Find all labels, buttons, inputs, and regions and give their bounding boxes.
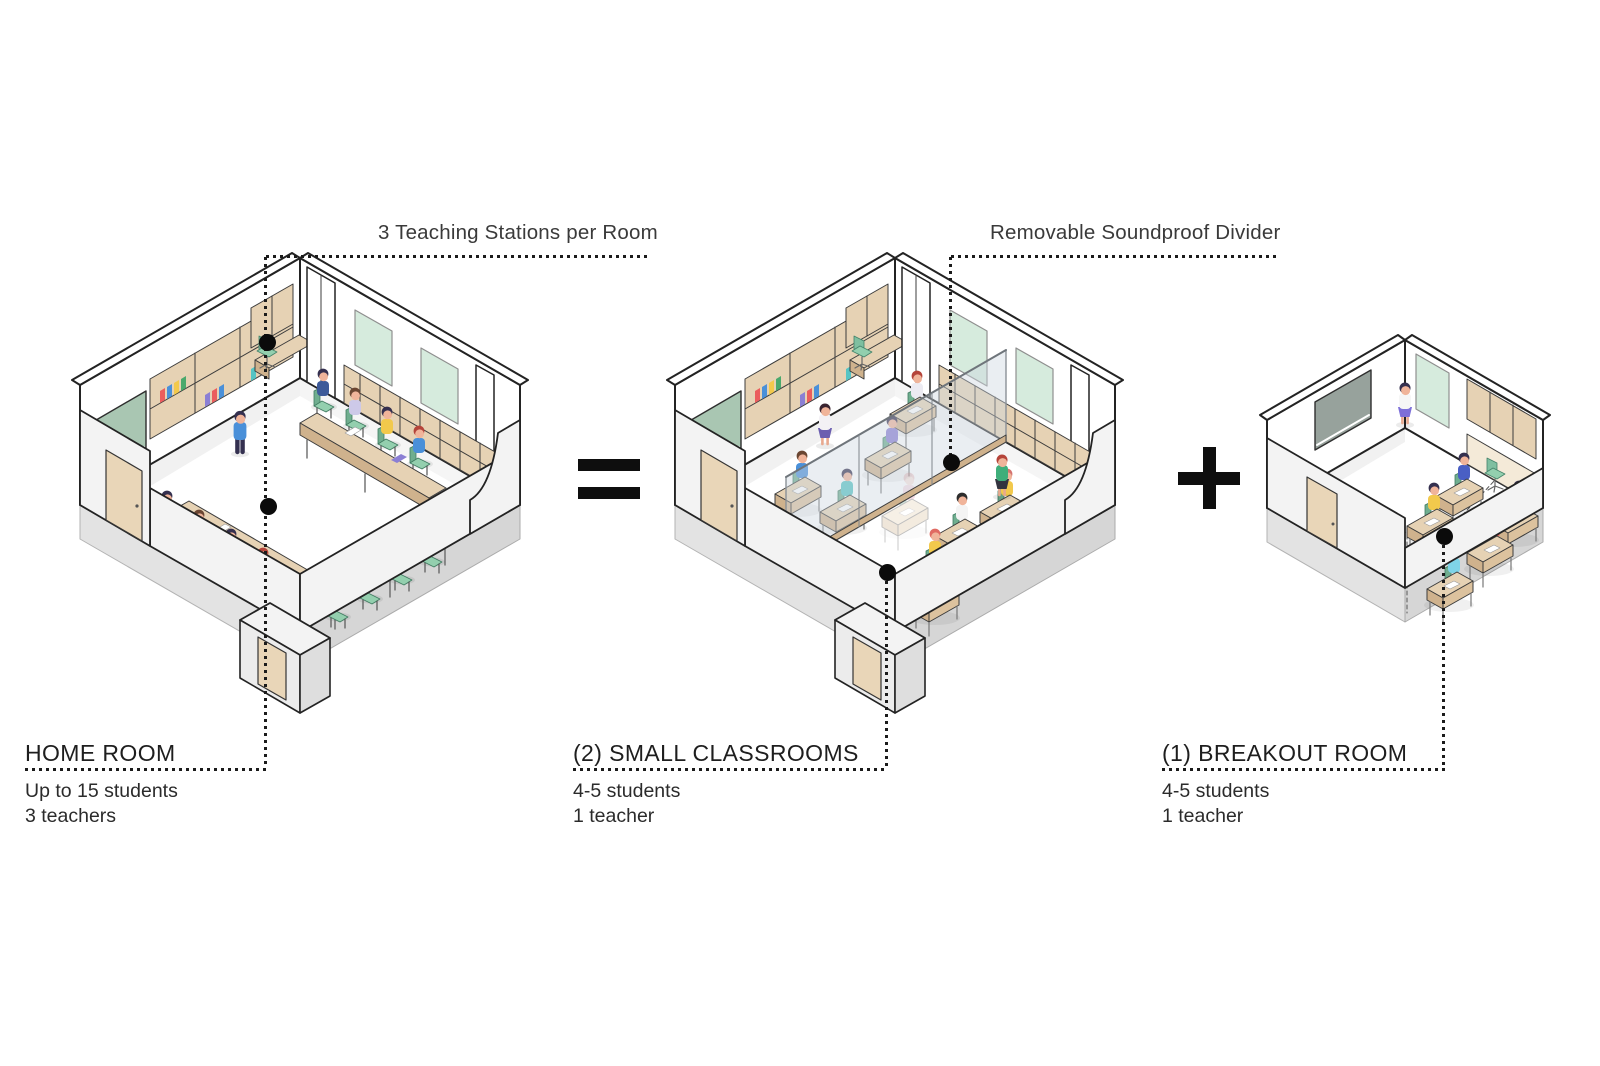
home-room-illustration: [55, 248, 560, 714]
annotation-teaching-stations: 3 Teaching Stations per Room: [378, 221, 658, 244]
leader-line: [885, 581, 888, 768]
station-dot: [259, 334, 276, 351]
station-dot: [943, 454, 960, 471]
room-capacity: Up to 15 students: [25, 780, 178, 802]
annotation-soundproof-divider: Removable Soundproof Divider: [990, 221, 1281, 244]
leader-line: [951, 255, 1277, 258]
station-dot: [879, 564, 896, 581]
equals-icon: [578, 459, 640, 499]
station-dot: [260, 498, 277, 515]
small-classrooms-illustration: [650, 248, 1155, 714]
room-title: HOME ROOM: [25, 740, 176, 766]
room-staff: 1 teacher: [1162, 805, 1244, 827]
room-capacity: 4-5 students: [573, 780, 681, 802]
room-title: (1) BREAKOUT ROOM: [1162, 740, 1408, 766]
label-underline: [1162, 768, 1445, 771]
leader-line: [949, 257, 952, 455]
leader-line: [266, 255, 648, 258]
breakout-room-illustration: [1259, 334, 1551, 663]
label-underline: [573, 768, 888, 771]
label-underline: [25, 768, 268, 771]
room-title: (2) SMALL CLASSROOMS: [573, 740, 859, 766]
room-capacity: 4-5 students: [1162, 780, 1270, 802]
room-staff: 3 teachers: [25, 805, 117, 827]
leader-line: [1442, 545, 1445, 768]
plus-icon: [1178, 447, 1240, 509]
station-dot: [1436, 528, 1453, 545]
room-staff: 1 teacher: [573, 805, 655, 827]
